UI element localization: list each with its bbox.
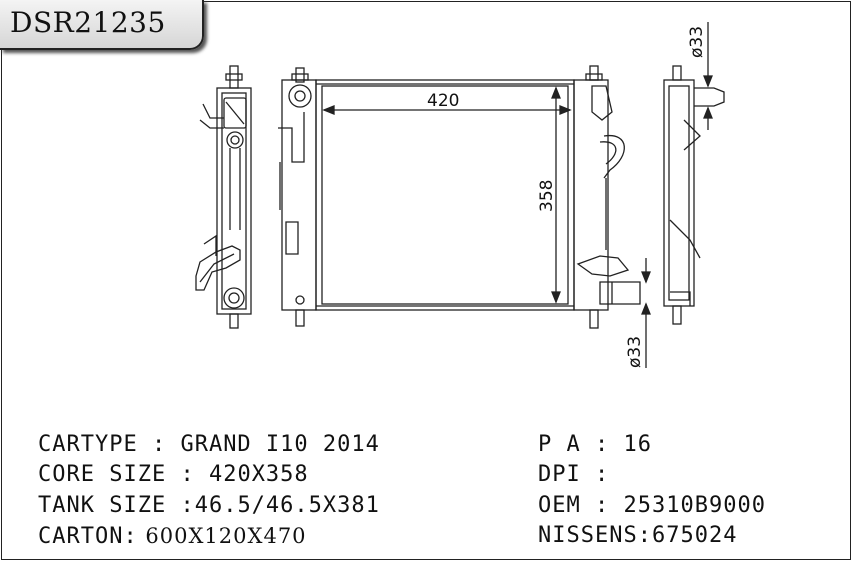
spec-carton: CARTON: 600X120X470 — [38, 524, 307, 549]
spec-dpi: DPI : — [538, 462, 610, 487]
part-number-tab: DSR21235 — [0, 0, 204, 50]
left-side-view — [195, 65, 252, 329]
spec-oem: OEM : 25310B9000 — [538, 493, 766, 518]
spec-core-size: CORE SIZE : 420X358 — [38, 462, 309, 487]
height-dimension-label: 358 — [537, 180, 557, 212]
width-dimension-label: 420 — [427, 91, 459, 111]
spec-tank-size: TANK SIZE :46.5/46.5X381 — [38, 493, 380, 518]
outlet-diameter-label: ø33 — [625, 336, 645, 368]
inlet-diameter-label: ø33 — [687, 26, 707, 58]
right-side-view — [641, 22, 725, 368]
front-view — [278, 65, 641, 329]
spec-nissens: NISSENS:675024 — [538, 523, 738, 548]
spec-pa: P A : 16 — [538, 432, 652, 457]
spec-cartype: CARTYPE : GRAND I10 2014 — [38, 432, 380, 457]
part-number: DSR21235 — [10, 6, 166, 39]
